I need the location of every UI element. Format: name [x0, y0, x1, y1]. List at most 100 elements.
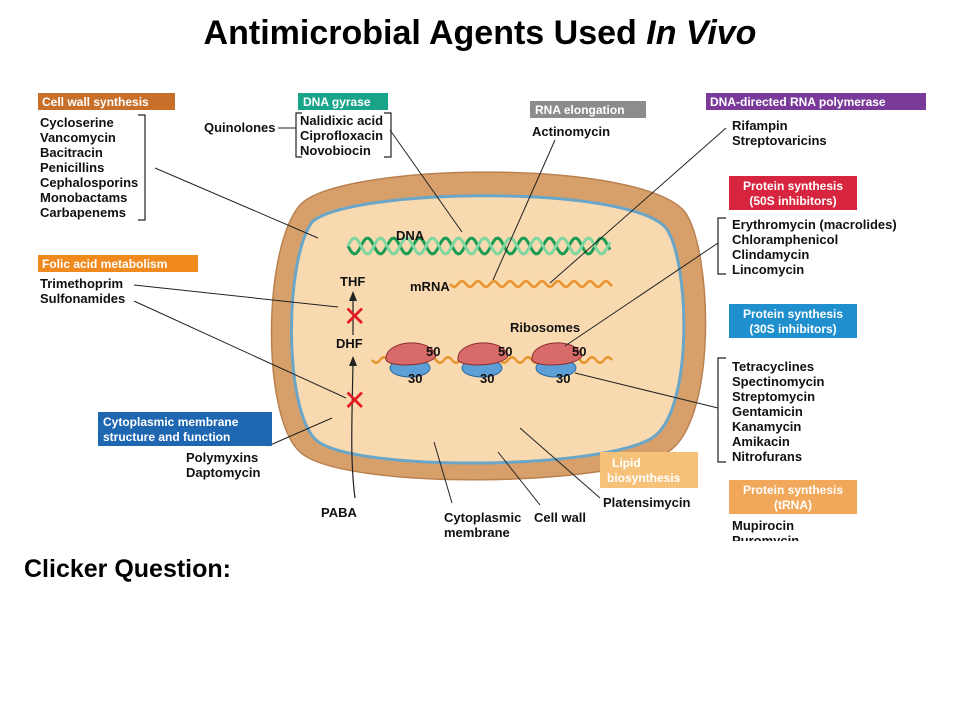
drug-label: Cycloserine [40, 115, 114, 130]
membrane-header-line2: structure and function [103, 430, 230, 444]
drug-label: Actinomycin [532, 124, 610, 139]
trna-header-line1: Protein synthesis [743, 483, 843, 497]
folic-acid-group: Folic acid metabolism Trimethoprim Sulfo… [38, 255, 198, 306]
trna-header-line2: (tRNA) [774, 498, 812, 512]
protein-50s-header-line2: (50S inhibitors) [749, 194, 836, 208]
arrowhead [349, 291, 357, 301]
mrna-label: mRNA [410, 279, 450, 294]
bacterial-cell: 50 50 50 30 30 30 DNA mRNA Ribosomes THF… [270, 171, 707, 499]
cytoplasmic-membrane-label-line2: membrane [444, 525, 510, 540]
drug-label: Tetracyclines [732, 359, 814, 374]
drug-label: Clindamycin [732, 247, 809, 262]
rna-elongation-header-box [530, 101, 646, 118]
ribosome [531, 342, 583, 378]
cell-wall-group: Cell wall synthesis Cycloserine Vancomyc… [38, 93, 175, 220]
drug-label: Polymyxins [186, 450, 258, 465]
drug-label: Lincomycin [732, 262, 804, 277]
drug-label: Novobiocin [300, 143, 371, 158]
protein-50s-group: Protein synthesis (50S inhibitors) Eryth… [729, 176, 897, 277]
drug-label: Streptovaricins [732, 133, 827, 148]
drug-label: Ciprofloxacin [300, 128, 383, 143]
drug-label: Daptomycin [186, 465, 260, 480]
membrane-group: Cytoplasmic membrane structure and funct… [98, 412, 272, 480]
rna-polymerase-group: DNA-directed RNA polymerase Rifampin Str… [706, 93, 926, 148]
drug-label: Mupirocin [732, 518, 794, 533]
block-x-dhf: ✕ [343, 385, 366, 416]
lipid-header-line2: biosynthesis [607, 471, 681, 485]
large-subunit [457, 342, 509, 366]
large-subunit [385, 342, 437, 366]
drug-label: Bacitracin [40, 145, 103, 160]
cell-interior [290, 194, 686, 465]
large-subunit [531, 342, 583, 366]
dna-strand [346, 236, 612, 256]
clicker-question: Clicker Question: [24, 555, 231, 583]
trna-header-box [729, 480, 857, 514]
ribosomes-label: Ribosomes [510, 320, 580, 335]
dna-strand [346, 236, 612, 256]
drug-label: Chloramphenicol [732, 232, 838, 247]
drug-label: Kanamycin [732, 419, 801, 434]
mrna-strand [449, 279, 613, 289]
trna-group: Protein synthesis (tRNA) Mupirocin Purom… [729, 480, 857, 548]
dhf-label: DHF [336, 336, 363, 351]
leader-lines [133, 127, 727, 506]
drug-label: Carbapenems [40, 205, 126, 220]
drug-label: Platensimycin [603, 495, 690, 510]
rna-polymerase-header: DNA-directed RNA polymerase [710, 95, 886, 109]
paba-to-dhf-arrow [351, 361, 356, 499]
ribosome [457, 342, 509, 378]
protein-50s-header-line1: Protein synthesis [743, 179, 843, 193]
lipid-group: Lipid biosynthesis Platensimycin [600, 452, 698, 510]
drug-label: Gentamicin [732, 404, 803, 419]
drug-label: Sulfonamides [40, 291, 125, 306]
drug-label: Trimethoprim [40, 276, 123, 291]
folic-header: Folic acid metabolism [42, 257, 167, 271]
ribosome-30-label: 30 [408, 371, 422, 386]
drug-label: Rifampin [732, 118, 788, 133]
protein-30s-header-box [729, 304, 857, 338]
ribosome-50-label: 50 [572, 344, 586, 359]
brackets [138, 112, 726, 463]
ribosome-50-label: 50 [498, 344, 512, 359]
dna-gyrase-group: DNA gyrase Quinolones Nalidixic acid Cip… [204, 93, 388, 158]
protein-30s-group: Protein synthesis (30S inhibitors) Tetra… [729, 304, 857, 464]
cell-wall-label: Cell wall [534, 510, 586, 525]
ribosome [385, 342, 437, 378]
drug-label: Vancomycin [40, 130, 116, 145]
title-italic: In Vivo [646, 14, 757, 52]
cytoplasmic-membrane-label-line1: Cytoplasmic [444, 510, 521, 525]
protein-30s-header-line2: (30S inhibitors) [749, 322, 836, 336]
ribosome-50-label: 50 [426, 344, 440, 359]
rna-elongation-group: RNA elongation Actinomycin [530, 101, 646, 139]
cell-wall-header: Cell wall synthesis [42, 95, 149, 109]
drug-label: Nalidixic acid [300, 113, 383, 128]
drug-label: Erythromycin (macrolides) [732, 217, 897, 232]
dna-gyrase-header-box [298, 93, 388, 110]
dna-label: DNA [396, 228, 425, 243]
thf-label: THF [340, 274, 365, 289]
paba-label: PABA [321, 505, 357, 520]
drug-label: Nitrofurans [732, 449, 802, 464]
drug-label: Amikacin [732, 434, 790, 449]
block-x-thf: ✕ [343, 301, 366, 332]
drug-label: Cephalosporins [40, 175, 138, 190]
rna-polymerase-header-box [706, 93, 926, 110]
drug-label: Penicillins [40, 160, 104, 175]
ribosome-30-label: 30 [480, 371, 494, 386]
title-main: Antimicrobial Agents Used [203, 14, 647, 52]
rna-elongation-header: RNA elongation [535, 103, 625, 117]
drug-label: Streptomycin [732, 389, 815, 404]
figure-crop-mask [700, 541, 900, 561]
arrowhead [349, 356, 357, 366]
protein-50s-header-box [729, 176, 857, 210]
lipid-header-line1: Lipid [612, 456, 641, 470]
membrane-header-box [98, 412, 272, 446]
page-title: Antimicrobial Agents Used In Vivo [0, 14, 960, 53]
folic-header-box [38, 255, 198, 272]
dna-gyrase-header: DNA gyrase [303, 95, 371, 109]
quinolones-label: Quinolones [204, 120, 276, 135]
dna-helix [346, 236, 612, 256]
membrane-header-line1: Cytoplasmic membrane [103, 415, 239, 429]
